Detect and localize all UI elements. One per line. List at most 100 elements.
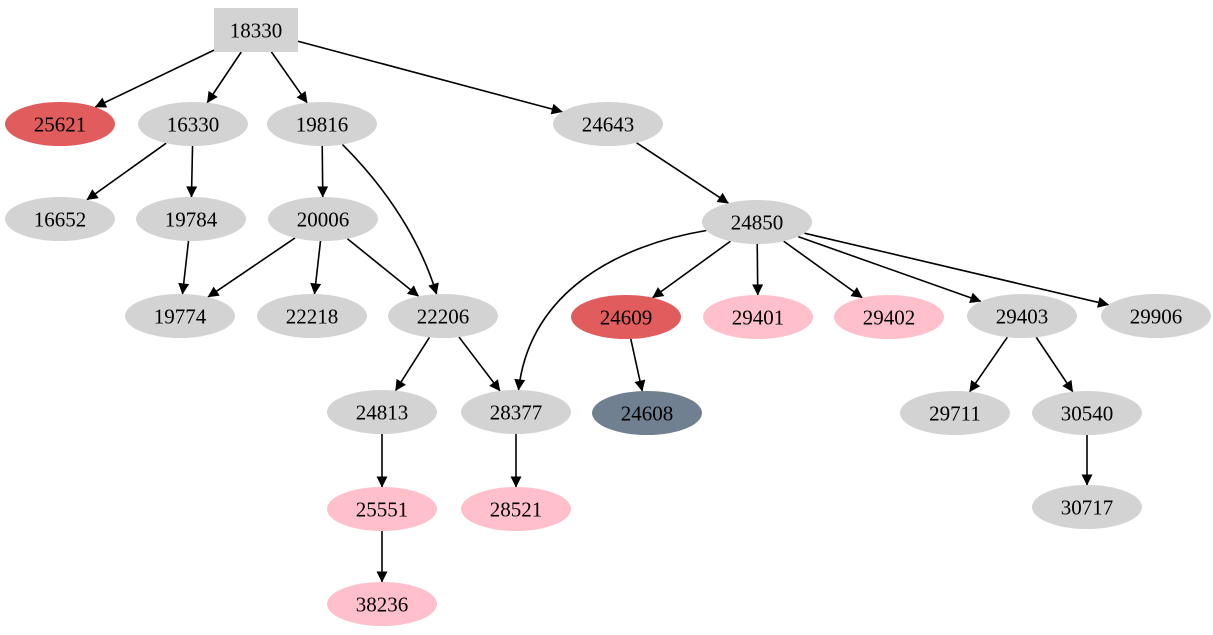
node-ellipse-shape (5, 102, 115, 146)
node-label: 28377 (490, 400, 543, 424)
node-ellipse-shape (834, 295, 944, 339)
node-label: 29711 (929, 401, 981, 425)
node-label: 25621 (34, 112, 87, 136)
node-ellipse-shape (553, 102, 663, 146)
node-20006: 20006 (268, 197, 378, 241)
node-25551: 25551 (327, 487, 437, 531)
node-label: 20006 (297, 207, 350, 231)
node-30717: 30717 (1032, 485, 1142, 529)
node-ellipse-shape (1032, 391, 1142, 435)
node-ellipse-shape (900, 391, 1010, 435)
edge-18330-25621 (94, 49, 215, 108)
node-24609: 24609 (571, 295, 681, 339)
edge-18330-16330 (206, 51, 242, 104)
node-16652: 16652 (5, 197, 115, 241)
node-label: 24608 (621, 401, 674, 425)
node-label: 29402 (863, 305, 916, 329)
node-24813: 24813 (327, 390, 437, 434)
node-29401: 29401 (703, 295, 813, 339)
edge-24850-29906 (804, 232, 1110, 308)
node-28521: 28521 (461, 487, 571, 531)
node-19774: 19774 (125, 294, 235, 338)
node-ellipse-shape (1032, 485, 1142, 529)
edge-24850-29402 (783, 240, 863, 299)
edge-16330-19784 (186, 145, 198, 198)
edge-24643-24850 (636, 142, 729, 204)
node-16330: 16330 (138, 102, 248, 146)
edge-22206-24813 (394, 336, 431, 392)
node-label: 16330 (167, 112, 220, 136)
node-box-shape (214, 8, 298, 52)
node-label: 16652 (34, 207, 87, 231)
node-ellipse-shape (5, 197, 115, 241)
node-ellipse-shape (967, 294, 1077, 338)
node-ellipse-shape (592, 391, 702, 435)
node-label: 22206 (417, 304, 470, 328)
node-label: 30717 (1061, 495, 1114, 519)
node-label: 19816 (296, 112, 349, 136)
node-label: 24643 (582, 112, 635, 136)
node-label: 28521 (490, 497, 543, 521)
edge-18330-24643 (297, 40, 563, 115)
node-24850: 24850 (702, 200, 812, 244)
node-ellipse-shape (257, 294, 367, 338)
edge-20006-22218 (310, 240, 322, 295)
node-ellipse-shape (571, 295, 681, 339)
node-ellipse-shape (327, 390, 437, 434)
node-24608: 24608 (592, 391, 702, 435)
node-ellipse-shape (268, 197, 378, 241)
node-label: 29906 (1130, 304, 1183, 328)
node-label: 24609 (600, 305, 653, 329)
edge-24609-24608 (630, 338, 646, 392)
node-ellipse-shape (125, 294, 235, 338)
node-ellipse-shape (1101, 294, 1211, 338)
edges-layer (86, 40, 1110, 583)
node-29403: 29403 (967, 294, 1077, 338)
edge-20006-19774 (207, 237, 296, 298)
edge-24850-29403 (797, 235, 982, 304)
node-ellipse-shape (703, 295, 813, 339)
node-ellipse-shape (461, 487, 571, 531)
node-label: 29401 (732, 305, 785, 329)
node-label: 24813 (356, 400, 409, 424)
node-label: 18330 (230, 18, 283, 42)
node-ellipse-shape (388, 294, 498, 338)
edge-22206-28377 (458, 336, 501, 392)
node-ellipse-shape (327, 487, 437, 531)
edge-29403-29711 (968, 336, 1009, 393)
edge-24850-29401 (752, 243, 764, 296)
node-29402: 29402 (834, 295, 944, 339)
edge-24850-24609 (652, 240, 731, 299)
node-22206: 22206 (388, 294, 498, 338)
node-18330: 18330 (214, 8, 298, 52)
nodes-layer: 18330 25621 16330 19816 24643 16652 19784 20006… (5, 8, 1211, 626)
node-ellipse-shape (327, 582, 437, 626)
node-19784: 19784 (136, 197, 246, 241)
node-19816: 19816 (267, 102, 377, 146)
edge-19784-19774 (178, 240, 190, 295)
node-ellipse-shape (702, 200, 812, 244)
node-label: 38236 (356, 592, 409, 616)
node-25621: 25621 (5, 102, 115, 146)
edge-19816-22206 (341, 143, 439, 295)
node-29711: 29711 (900, 391, 1010, 435)
node-label: 19784 (165, 207, 218, 231)
edge-24850-28377 (514, 229, 707, 391)
node-28377: 28377 (461, 390, 571, 434)
node-ellipse-shape (136, 197, 246, 241)
edge-16330-16652 (86, 142, 167, 201)
node-30540: 30540 (1032, 391, 1142, 435)
node-38236: 38236 (327, 582, 437, 626)
node-ellipse-shape (461, 390, 571, 434)
node-22218: 22218 (257, 294, 367, 338)
node-ellipse-shape (267, 102, 377, 146)
node-24643: 24643 (553, 102, 663, 146)
node-label: 30540 (1061, 401, 1114, 425)
node-label: 19774 (154, 304, 207, 328)
edge-19816-20006 (317, 145, 329, 198)
node-ellipse-shape (138, 102, 248, 146)
edge-20006-22206 (346, 238, 420, 297)
node-label: 25551 (356, 497, 409, 521)
